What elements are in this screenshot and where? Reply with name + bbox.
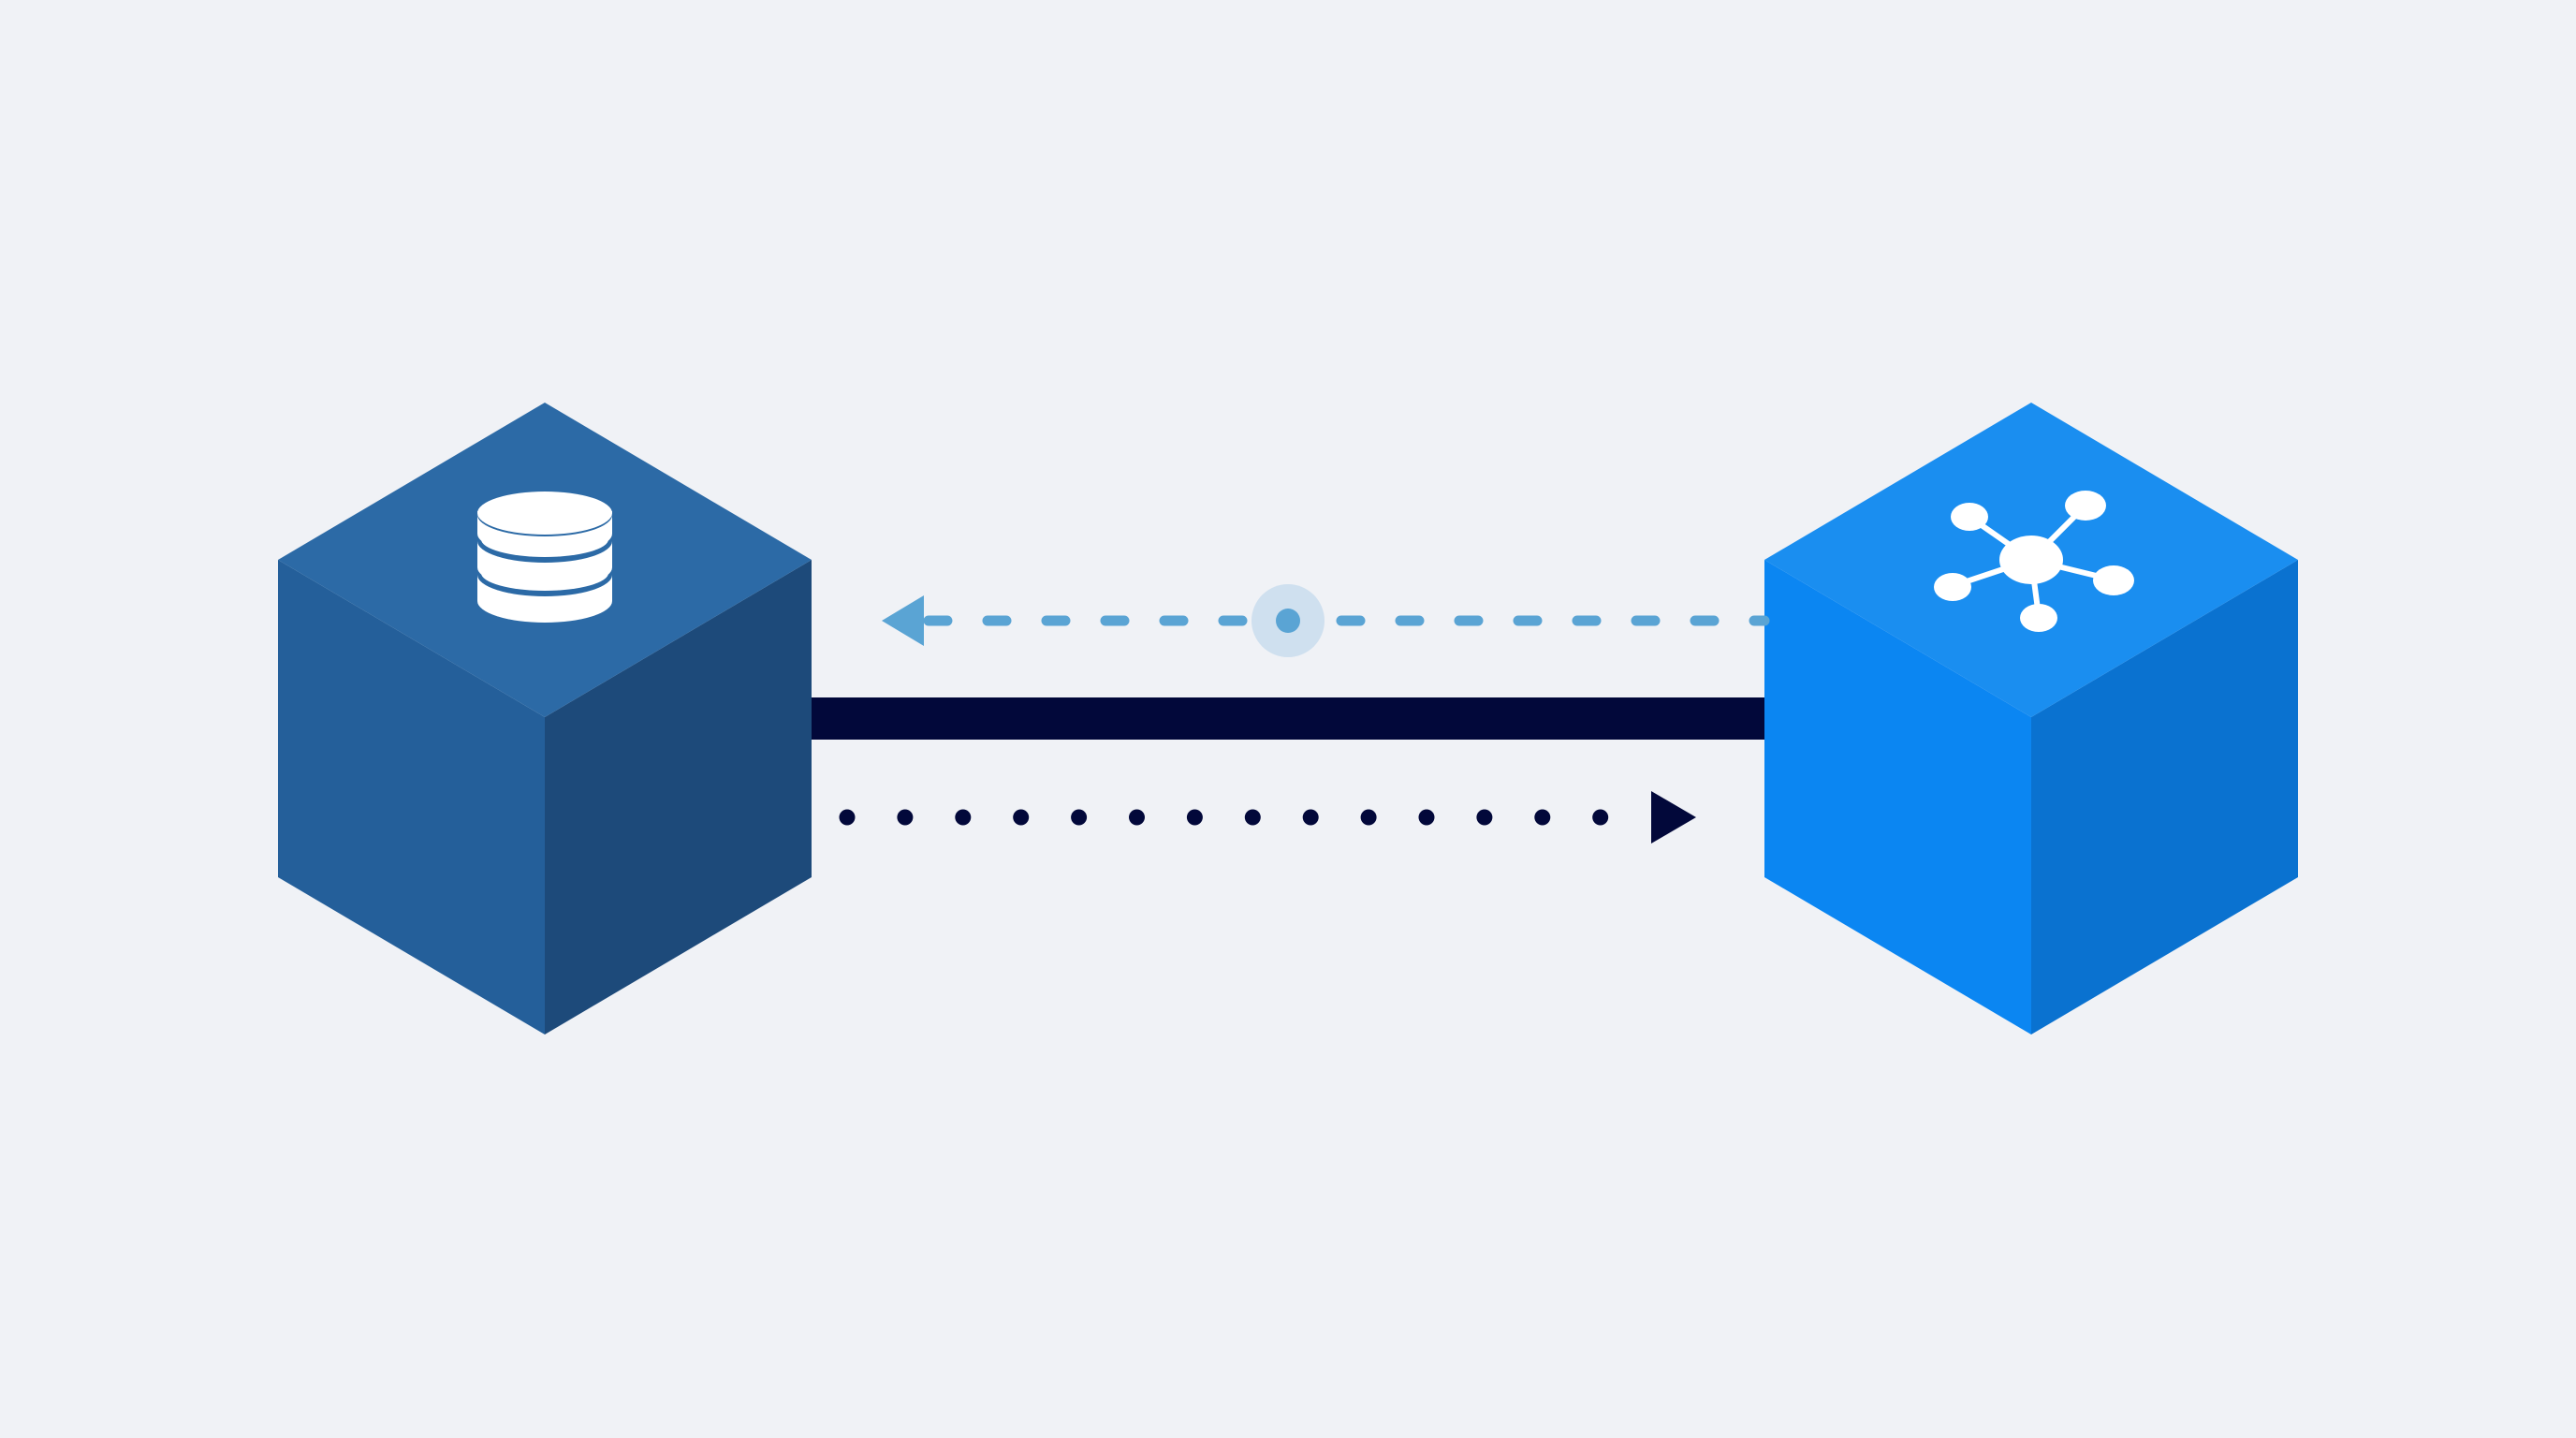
response-link-arrowhead (882, 595, 924, 646)
network-cube-right-face (2031, 560, 2298, 1034)
database-node[interactable] (278, 403, 812, 1034)
main-link (812, 697, 1764, 740)
request-link (839, 791, 1696, 844)
network-cube-left-face (1764, 560, 2031, 1034)
request-link-arrowhead (1651, 791, 1696, 844)
network-hub-icon (1934, 491, 2134, 632)
database-cube-right-face (545, 560, 812, 1034)
response-link (882, 584, 1770, 657)
midpoint-marker-dot (1276, 609, 1300, 633)
network-node[interactable] (1764, 403, 2298, 1034)
database-cube-left-face (278, 560, 545, 1034)
database-icon (477, 492, 612, 623)
